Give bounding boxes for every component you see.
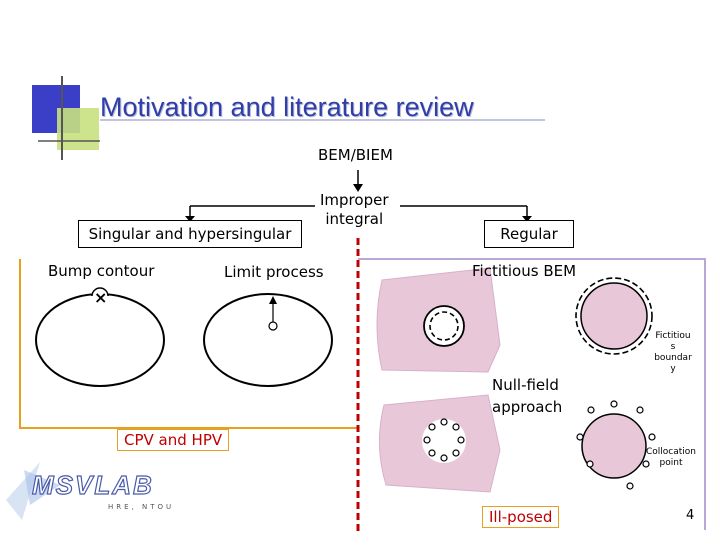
outer-collocation-points — [576, 400, 656, 490]
fictitious-boundary-inner — [429, 311, 459, 341]
limit-process-label: Limit process — [224, 263, 324, 281]
limit-arrow-icon — [269, 296, 277, 304]
limit-process-ellipse — [203, 293, 333, 387]
arrow-right-branch-icon — [522, 216, 532, 222]
page-number: 4 — [686, 508, 695, 523]
field-point-icon — [268, 321, 278, 331]
pink-circle-upper — [580, 282, 648, 350]
cpv-hpv-label: CPV and HPV — [117, 429, 230, 451]
root-label: BEM/BIEM — [318, 146, 393, 164]
pink-circle-lower — [581, 413, 647, 479]
purple-frame — [358, 258, 706, 530]
arrow-left-branch-icon — [185, 216, 195, 222]
fictitious-boundary-label: Fictitiou s boundar y — [654, 331, 692, 374]
arrow-down-icon — [353, 184, 363, 192]
fictitious-bem-label: Fictitious BEM — [472, 262, 577, 280]
bump-contour-label: Bump contour — [48, 262, 155, 280]
improper-integral-label: Improper integral — [320, 191, 389, 228]
regular-box: Regular — [484, 220, 574, 248]
orange-frame — [19, 259, 358, 429]
null-field-label: Null-field approach — [492, 376, 563, 416]
inner-collocation-points — [423, 418, 465, 462]
singular-point-icon: × — [94, 288, 107, 307]
slide-title: Motivation and literature review — [100, 92, 474, 122]
collocation-point-label: Collocation point — [645, 447, 696, 468]
green-square — [57, 108, 99, 150]
ill-posed-label: Ill-posed — [482, 506, 560, 528]
fictitious-boundary-outer — [575, 277, 653, 355]
logo-subtitle: HRE, NTOU — [108, 503, 175, 511]
logo-msvlab: MSVLAB — [31, 469, 154, 500]
singular-box: Singular and hypersingular — [78, 220, 302, 248]
